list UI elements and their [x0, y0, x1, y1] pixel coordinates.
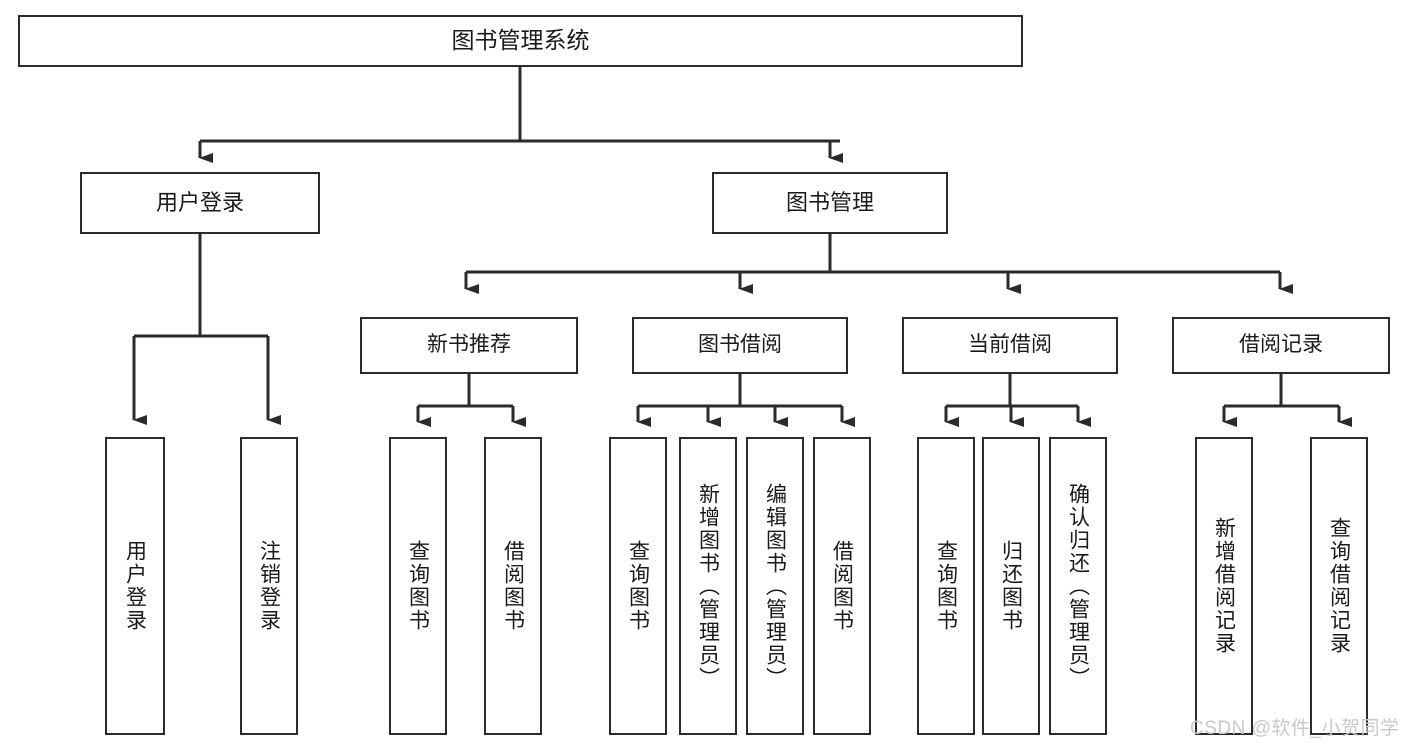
node-book-management[interactable]: 图书管理: [712, 172, 948, 234]
node-book-borrow[interactable]: 图书借阅: [632, 317, 848, 374]
node-label: 图书管理: [785, 190, 874, 216]
node-label: 当前借阅: [968, 333, 1052, 357]
leaf-book-borrow-add-book-admin[interactable]: 新增图书（管理员）: [679, 437, 737, 735]
leaf-current-borrow-confirm-return-admin[interactable]: 确认归还（管理员）: [1049, 437, 1107, 735]
leaf-current-borrow-return-book[interactable]: 归还图书: [982, 437, 1040, 735]
node-label: 借阅图书: [501, 540, 525, 632]
node-new-book-recommend[interactable]: 新书推荐: [360, 317, 578, 374]
node-label: 借阅图书: [830, 540, 854, 632]
node-label: 图书管理系统: [451, 27, 590, 54]
node-label: 图书借阅: [698, 333, 782, 357]
leaf-new-book-borrow-book[interactable]: 借阅图书: [484, 437, 542, 735]
node-label: 借阅记录: [1239, 333, 1323, 357]
node-label: 编辑图书（管理员）: [763, 482, 787, 690]
node-label: 注销登录: [257, 540, 281, 632]
watermark-text: CSDN @软件_小贺同学: [1190, 718, 1400, 739]
leaf-new-book-query-book[interactable]: 查询图书: [389, 437, 447, 735]
node-current-borrow[interactable]: 当前借阅: [902, 317, 1118, 374]
node-label: 新增借阅记录: [1212, 517, 1236, 655]
leaf-borrow-record-query-record[interactable]: 查询借阅记录: [1310, 437, 1368, 735]
leaf-user-login-login[interactable]: 用户登录: [105, 437, 165, 735]
node-label: 查询图书: [626, 540, 650, 632]
node-label: 新书推荐: [427, 333, 511, 357]
node-root-book-management-system[interactable]: 图书管理系统: [18, 15, 1023, 67]
leaf-book-borrow-query-book[interactable]: 查询图书: [609, 437, 667, 735]
node-user-login[interactable]: 用户登录: [80, 172, 320, 234]
node-label: 确认归还（管理员）: [1066, 482, 1090, 690]
node-label: 用户登录: [123, 540, 147, 632]
leaf-borrow-record-add-record[interactable]: 新增借阅记录: [1195, 437, 1253, 735]
leaf-current-borrow-query-book[interactable]: 查询图书: [917, 437, 975, 735]
node-label: 查询借阅记录: [1327, 517, 1351, 655]
leaf-book-borrow-borrow-book[interactable]: 借阅图书: [813, 437, 871, 735]
node-label: 查询图书: [406, 540, 430, 632]
node-borrow-record[interactable]: 借阅记录: [1172, 317, 1390, 374]
leaf-book-borrow-edit-book-admin[interactable]: 编辑图书（管理员）: [746, 437, 804, 735]
leaf-user-login-logout[interactable]: 注销登录: [240, 437, 298, 735]
node-label: 用户登录: [155, 190, 244, 216]
node-label: 查询图书: [934, 540, 958, 632]
node-label: 归还图书: [999, 540, 1023, 632]
node-label: 新增图书（管理员）: [696, 482, 720, 690]
